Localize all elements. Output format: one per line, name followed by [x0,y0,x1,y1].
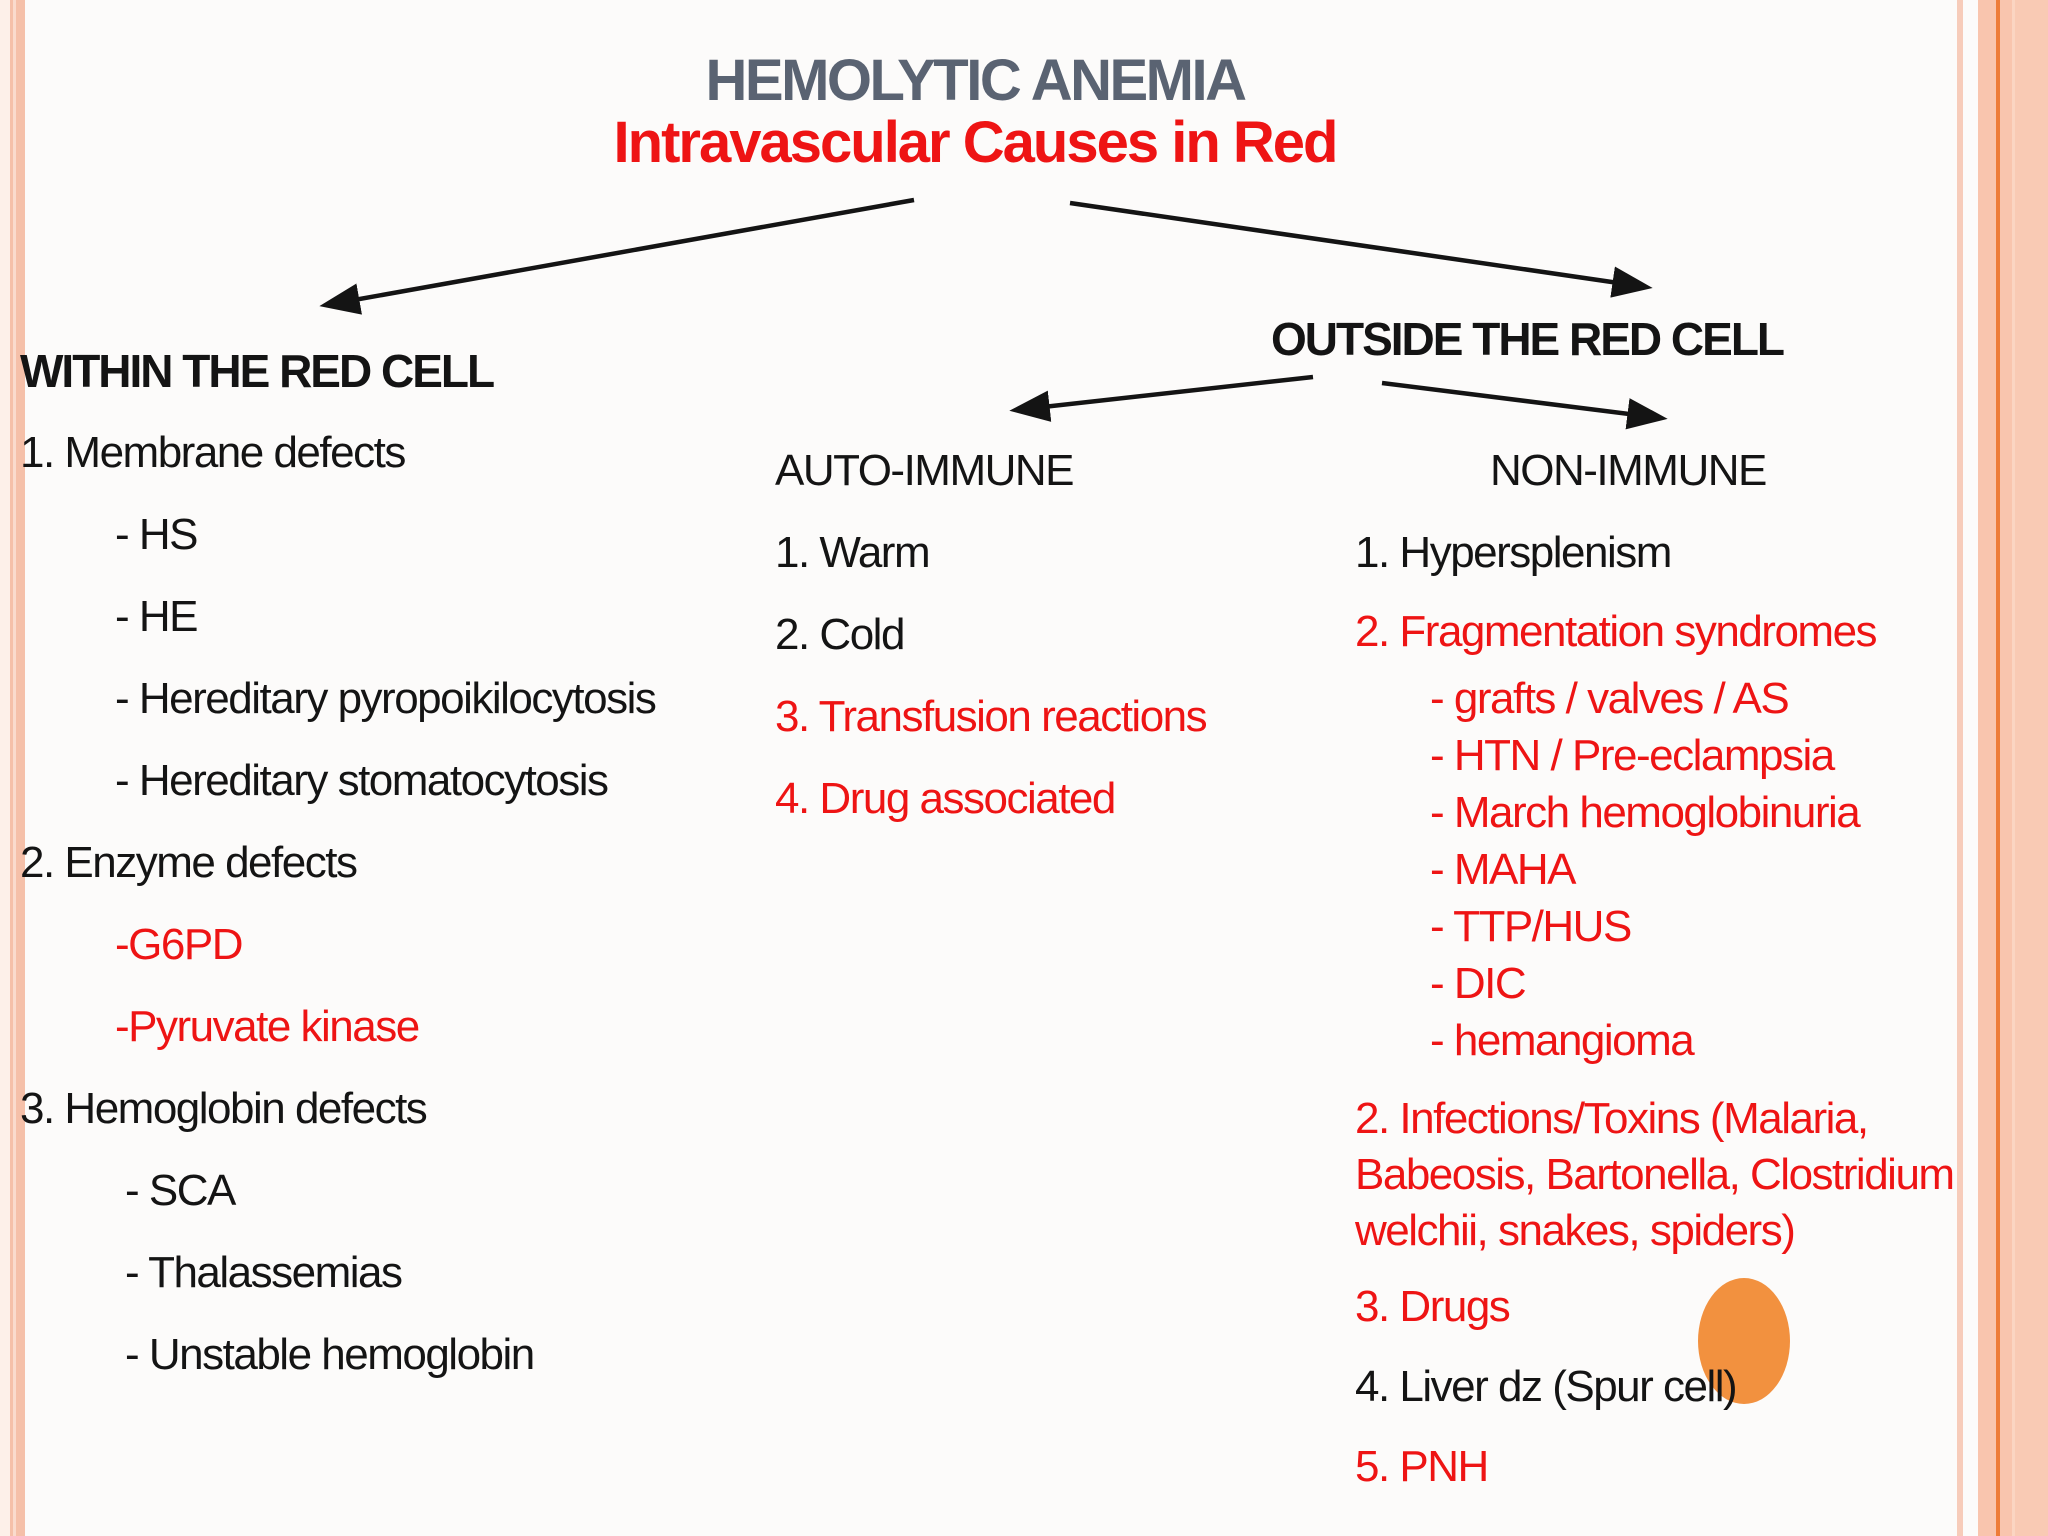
list-item: - Unstable hemoglobin [125,1330,535,1379]
arrow-title-to-outside [1069,200,1653,298]
list-item: 2. Enzyme defects [20,838,358,887]
left-border-stripe-inner [16,0,25,1536]
list-item: welchii, snakes, spiders) [1355,1206,1796,1255]
left-border-band [0,0,10,1536]
list-item: - HS [115,510,199,559]
list-item: 3. Drugs [1355,1282,1511,1331]
list-item: 2. Fragmentation syndromes [1355,607,1878,656]
title-line-2: Intravascular Causes in Red [613,110,1339,175]
list-item: - HTN / Pre-eclampsia [1430,730,1835,780]
list-item: 4. Liver dz (Spur cell) [1355,1362,1738,1411]
list-item: - hemangioma [1430,1015,1695,1065]
arrow-outside-to-autoimmune [1009,374,1314,422]
list-item: 4. Drug associated [775,774,1116,823]
list-item: - Thalassemias [125,1248,403,1297]
list-item: -Pyruvate kinase [115,1002,420,1051]
right-border-band-outer [2015,0,2048,1536]
list-item: 1. Membrane defects [20,428,406,477]
list-item: - Hereditary stomatocytosis [115,756,609,805]
list-item: 2. Cold [775,610,905,659]
slide-title: HEMOLYTIC ANEMIA Intravascular Causes in… [0,50,1950,174]
list-item: 2. Infections/Toxins (Malaria, [1355,1094,1869,1143]
list-item: 1. Warm [775,528,931,577]
right-border-orange-line [1996,0,2000,1536]
column-auto-immune: AUTO-IMMUNE 1. Warm 2. Cold 3. Transfusion … [775,430,1335,840]
list-item: 5. PNH [1355,1442,1489,1491]
list-item: 3. Transfusion reactions [775,692,1208,741]
list-item: Babeosis, Bartonella, Clostridium [1355,1150,1955,1199]
arrow-outside-to-nonimmune [1381,380,1668,430]
column-non-immune: NON-IMMUNE 1. Hypersplenism 2. Fragmentati… [1355,430,2048,1495]
list-item: 3. Hemoglobin defects [20,1084,428,1133]
right-border-band-2 [2000,0,2012,1536]
list-item: - Hereditary pyropoikilocytosis [115,674,657,723]
list-item: - HE [115,592,199,641]
list-item: - March hemoglobinuria [1430,787,1861,837]
list-item: -G6PD [115,920,243,969]
list-item: - DIC [1430,958,1527,1008]
title-line-1: HEMOLYTIC ANEMIA [705,48,1247,113]
arrow-title-to-within [319,197,915,315]
heading-within-red-cell: WITHIN THE RED CELL [20,345,495,397]
right-border-light-line [2012,0,2015,1536]
heading-non-immune: NON-IMMUNE [1490,446,1767,495]
right-border-stripe-inner [1957,0,1963,1536]
list-item: - MAHA [1430,844,1577,894]
heading-outside-red-cell: OUTSIDE THE RED CELL [1271,313,1785,365]
orange-circle [1698,1278,1790,1404]
column-within-red-cell: WITHIN THE RED CELL 1. Membrane defects - … [20,330,760,1396]
list-item: 1. Hypersplenism [1355,528,1672,577]
right-border-band [1978,0,1996,1536]
list-item: - grafts / valves / AS [1430,673,1790,723]
left-border-stripe-outer [10,0,13,1536]
left-border-stripe-gap [13,0,16,1536]
list-item: - SCA [125,1166,236,1215]
heading-auto-immune: AUTO-IMMUNE [775,446,1075,495]
list-item: - TTP/HUS [1430,901,1632,951]
